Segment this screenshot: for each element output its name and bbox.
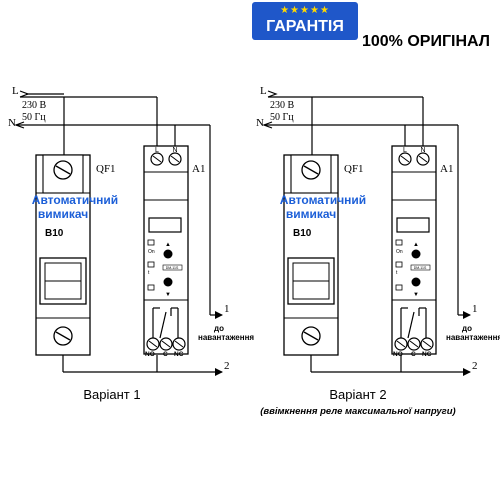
breaker-type-line-1: Автоматичний: [280, 193, 366, 207]
relay-ref-label: A1: [192, 163, 205, 175]
relay-c-label: C: [163, 351, 168, 358]
line-l-label: L: [260, 85, 267, 97]
breaker-rating: B10: [293, 228, 312, 239]
relay-arrow-up: ▲: [413, 242, 419, 248]
relay-model: DM-11S: [414, 266, 427, 270]
variant-caption: Варіант 2: [329, 387, 386, 402]
variant-1-diagram: L N 230 В 50 Гц: [8, 85, 254, 402]
relay-on-label: On: [148, 249, 155, 255]
relay-on-label: On: [396, 249, 403, 255]
warranty-badge: ★★★★★ ГАРАНТІЯ 100% ОРИГІНАЛ: [252, 2, 490, 50]
relay-button-down: [411, 277, 421, 287]
breaker-type-line-2: вимикач: [38, 207, 88, 221]
line-l-label: L: [12, 85, 19, 97]
line-n-label: N: [8, 117, 16, 129]
voltage-label: 230 В: [270, 100, 295, 111]
relay-contact-symbol: [152, 307, 179, 339]
voltage-relay: L N On ▲ t DM-11S ▼: [143, 145, 189, 358]
relay-nc-label: NC: [422, 351, 432, 358]
load-label-line-1: до: [462, 324, 472, 333]
relay-no-label: NO: [145, 351, 155, 358]
circuit-breaker: B10: [283, 154, 339, 356]
frequency-label: 50 Гц: [270, 112, 294, 123]
relay-button-down: [163, 277, 173, 287]
wire-n: [14, 121, 223, 319]
relay-display: [148, 217, 182, 233]
relay-contact-symbol: [400, 307, 427, 339]
breaker-type-line-1: Автоматичний: [32, 193, 118, 207]
relay-l-label: L: [155, 147, 159, 154]
output-2-label: 2: [224, 360, 230, 372]
variant-caption: Варіант 1: [83, 387, 140, 402]
breaker-type-line-2: вимикач: [286, 207, 336, 221]
relay-nc-label: NC: [174, 351, 184, 358]
voltage-relay: L N On ▲ t DM-11S ▼: [391, 145, 437, 358]
line-n-label: N: [256, 117, 264, 129]
relay-t-label: t: [396, 270, 398, 276]
relay-model: DM-11S: [166, 266, 179, 270]
warranty-label: ГАРАНТІЯ: [266, 18, 344, 35]
load-label-line-2: навантаження: [198, 333, 254, 342]
variant-subcaption: (ввімкнення реле максимальної напруги): [260, 406, 455, 417]
wire-output-2: [62, 355, 223, 376]
relay-arrow-up: ▲: [165, 242, 171, 248]
output-1-label: 1: [224, 303, 230, 315]
relay-button-up: [411, 249, 421, 259]
relay-n-label: N: [172, 147, 177, 154]
relay-c-label: C: [411, 351, 416, 358]
relay-l-label: L: [403, 147, 407, 154]
output-2-label: 2: [472, 360, 478, 372]
warranty-badge-background: [252, 2, 358, 40]
wire-l: [19, 90, 158, 155]
relay-n-label: N: [420, 147, 425, 154]
breaker-rating: B10: [45, 228, 64, 239]
rating-stars: ★★★★★: [280, 5, 330, 16]
relay-button-up: [163, 249, 173, 259]
frequency-label: 50 Гц: [22, 112, 46, 123]
relay-ref-label: A1: [440, 163, 453, 175]
breaker-ref-label: QF1: [96, 163, 116, 175]
variant-2-diagram: L N 230 В 50 Гц: [256, 85, 500, 417]
output-1-label: 1: [472, 303, 478, 315]
relay-t-label: t: [148, 270, 150, 276]
relay-display: [396, 217, 430, 233]
load-label-line-2: навантаження: [446, 333, 500, 342]
wire-output-2: [310, 355, 471, 376]
original-label: 100% ОРИГІНАЛ: [362, 33, 490, 50]
load-label-line-1: до: [214, 324, 224, 333]
voltage-label: 230 В: [22, 100, 47, 111]
relay-no-label: NO: [393, 351, 403, 358]
breaker-ref-label: QF1: [344, 163, 364, 175]
relay-arrow-down: ▼: [165, 292, 171, 298]
circuit-breaker: B10: [35, 154, 91, 356]
relay-arrow-down: ▼: [413, 292, 419, 298]
